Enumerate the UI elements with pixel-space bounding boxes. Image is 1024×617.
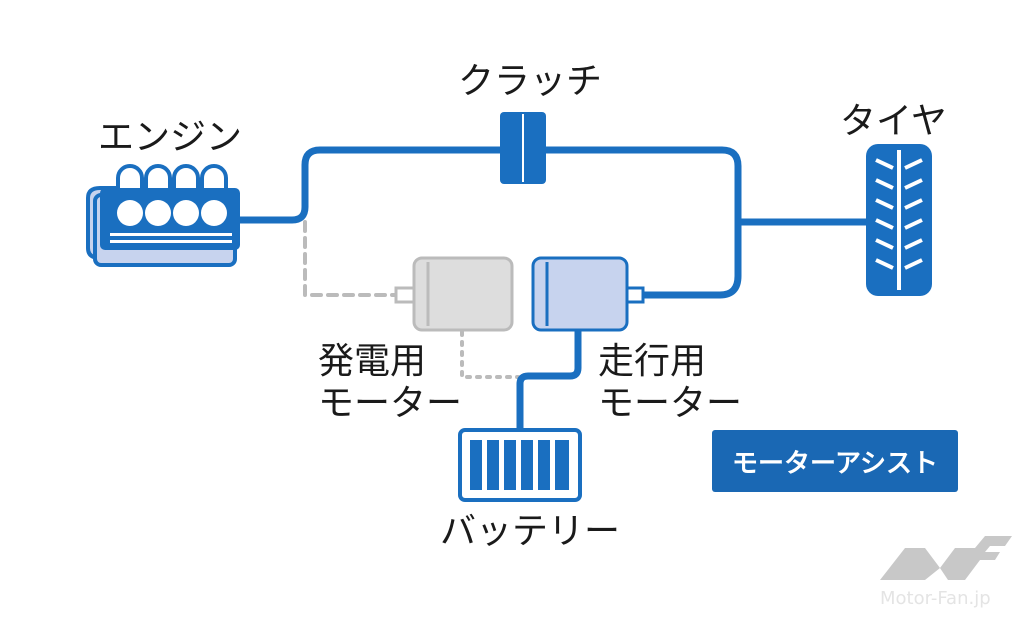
tire-icon: [866, 144, 932, 296]
drive-motor-icon: [531, 256, 645, 332]
generator-motor-icon: [394, 256, 514, 332]
motor-assist-badge: モーターアシスト: [712, 430, 958, 492]
battery-line: [516, 326, 582, 436]
motor-fan-logo: [880, 536, 1012, 580]
gray-dashed-line: [303, 220, 402, 297]
engine-label: エンジン: [98, 117, 243, 158]
generator-label-line2: モーター: [318, 383, 463, 424]
battery-label: バッテリー: [440, 511, 621, 552]
clutch-icon: [500, 112, 546, 184]
drive-motor-label-line2: モーター: [598, 383, 743, 424]
drive-motor-label-line1: 走行用: [598, 341, 707, 382]
clutch-label: クラッチ: [458, 61, 603, 102]
watermark-text: Motor-Fan.jp: [880, 588, 991, 609]
generator-label-line1: 発電用: [318, 341, 427, 382]
gray-dotted-line: [460, 330, 520, 379]
tire-label: タイヤ: [840, 101, 947, 142]
battery-icon: [458, 428, 582, 502]
engine-icon: [86, 164, 240, 267]
